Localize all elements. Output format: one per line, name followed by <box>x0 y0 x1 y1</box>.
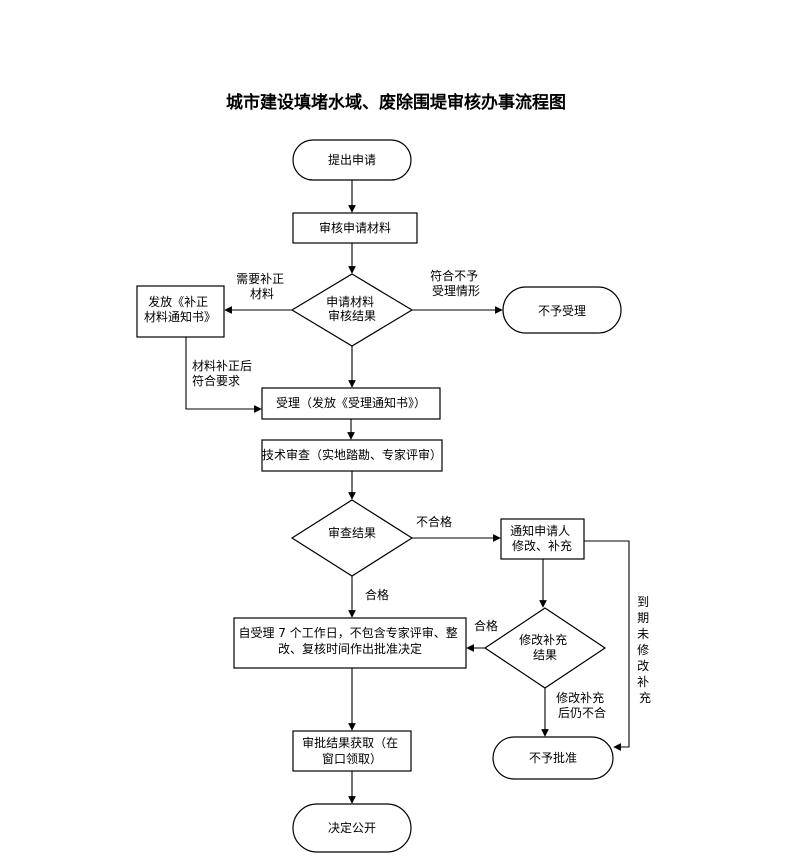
approve-decision-box <box>233 617 467 669</box>
edge-label-overdue: 到 期 未 修 改 补 充 <box>637 595 653 705</box>
reject-accept-label: 不予受理 <box>538 304 586 318</box>
approve-decision-label: 自受理 7 个工作日，不包含专家评审、整 改、复核时间作出批准决定 <box>238 625 461 656</box>
modify-decision-label: 修改补充 结果 <box>519 632 571 662</box>
reject-approve-terminal <box>492 736 614 780</box>
reject-approve-label: 不予批准 <box>529 750 577 765</box>
materials-decision-label: 申请材料 审核结果 <box>326 295 378 323</box>
publish-terminal <box>292 803 412 853</box>
review-materials-box <box>292 212 418 244</box>
edge-label-qualified-after-modify: 合格 <box>474 618 498 633</box>
edge-label-supplement-ok: 材料补正后 符合要求 <box>192 359 256 388</box>
notify-applicant-label: 通知申请人 修改、补充 <box>510 524 574 553</box>
tech-review-box <box>261 439 443 472</box>
edge-label-qualified: 合格 <box>365 587 389 602</box>
publish-label: 决定公开 <box>328 820 376 835</box>
edge-notify-overdue-to-reject <box>584 540 630 751</box>
obtain-result-label: 审批结果获取（在 窗口领取） <box>302 735 402 766</box>
edge-label-still-unqualified: 修改补充 后仍不合 <box>556 690 608 720</box>
edge-notice-to-accept <box>185 337 262 413</box>
review-materials-label: 审核申请材料 <box>319 220 391 235</box>
edge-label-need-supplement: 需要补正 材料 <box>236 272 288 301</box>
edge-label-unqualified: 不合格 <box>416 514 452 529</box>
notify-applicant-box <box>500 518 585 560</box>
notice-supplement-box <box>136 285 225 338</box>
edge-label-not-eligible: 符合不予 受理情形 <box>430 268 482 298</box>
obtain-result-box <box>292 730 412 772</box>
page-title: 城市建设填堵水域、废除围堤审核办事流程图 <box>226 92 566 113</box>
notice-supplement-label: 发放《补正 材料通知书》 <box>144 294 216 324</box>
tech-review-label: 技术审查（实地踏勘、专家评审） <box>262 447 442 462</box>
reject-accept-terminal <box>502 286 622 334</box>
review-decision-label: 审查结果 <box>328 525 376 540</box>
start-label: 提出申请 <box>328 152 376 167</box>
accept-label: 受理（发放《受理通知书》） <box>276 395 426 410</box>
